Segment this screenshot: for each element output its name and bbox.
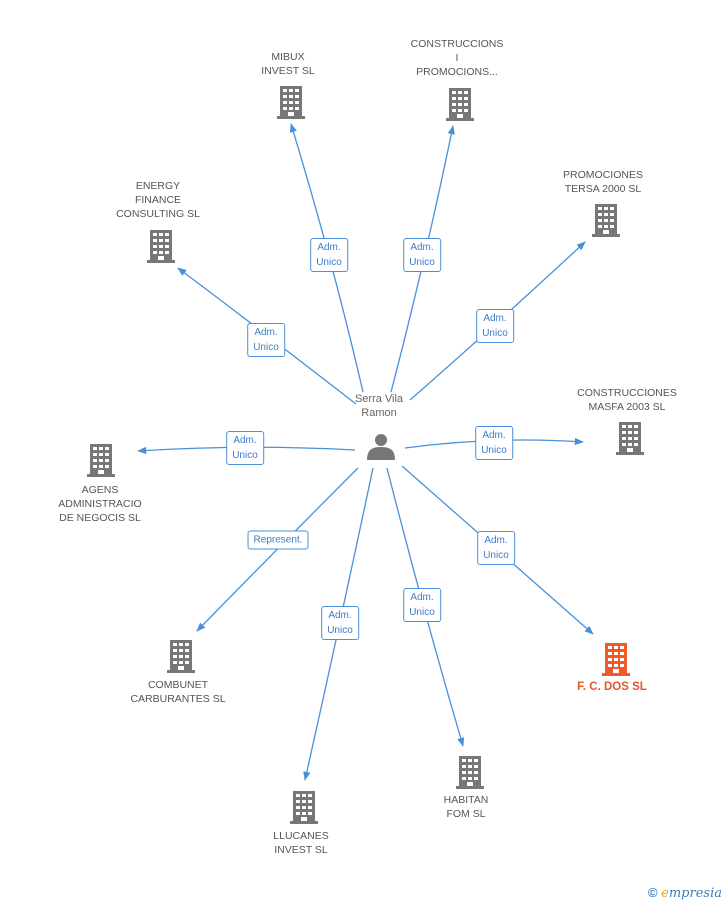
company-name-mibux[interactable]: MIBUX INVEST SL bbox=[261, 51, 315, 77]
company-name-combunet[interactable]: COMBUNET CARBURANTES SL bbox=[130, 679, 226, 705]
relation-label-agens[interactable]: Adm. Unico bbox=[226, 431, 264, 465]
person-icon[interactable] bbox=[367, 434, 395, 460]
relation-label-mibux[interactable]: Adm. Unico bbox=[310, 238, 348, 272]
relation-label-energy[interactable]: Adm. Unico bbox=[247, 323, 285, 357]
relation-label-promociones[interactable]: Adm. Unico bbox=[476, 309, 514, 343]
building-icon-construcciones[interactable] bbox=[616, 422, 644, 455]
company-name-fcdos[interactable]: F. C. DOS SL bbox=[577, 681, 647, 693]
building-icon-llucanes[interactable] bbox=[290, 791, 318, 824]
building-icon-combunet[interactable] bbox=[167, 640, 195, 673]
company-name-promociones[interactable]: PROMOCIONES TERSA 2000 SL bbox=[563, 169, 643, 195]
copyright-icon: © bbox=[647, 885, 658, 900]
person-name[interactable]: Serra Vila Ramon bbox=[354, 393, 404, 419]
company-name-construcciones[interactable]: CONSTRUCCIONES MASFA 2003 SL bbox=[577, 387, 677, 413]
building-icon-habitan[interactable] bbox=[456, 756, 484, 789]
company-name-habitan[interactable]: HABITAN FOM SL bbox=[443, 794, 489, 820]
relation-label-construcciones[interactable]: Adm. Unico bbox=[475, 426, 513, 460]
building-icon-construccions[interactable] bbox=[446, 88, 474, 121]
company-name-agens[interactable]: AGENS ADMINISTRACIO DE NEGOCIS SL bbox=[58, 484, 142, 524]
building-icon-promociones[interactable] bbox=[592, 204, 620, 237]
company-name-construccions[interactable]: CONSTRUCCIONS I PROMOCIONS... bbox=[410, 38, 504, 78]
company-name-llucanes[interactable]: LLUCANES INVEST SL bbox=[273, 830, 329, 856]
brand-logo-text: mpresia bbox=[668, 886, 722, 901]
relation-label-habitan[interactable]: Adm. Unico bbox=[403, 588, 441, 622]
brand-logo-e: e bbox=[661, 886, 669, 901]
footer-brand: © empresia bbox=[648, 885, 722, 901]
company-name-energy[interactable]: ENERGY FINANCE CONSULTING SL bbox=[116, 180, 200, 220]
building-icon-mibux[interactable] bbox=[277, 86, 305, 119]
relation-label-construccions[interactable]: Adm. Unico bbox=[403, 238, 441, 272]
relation-label-llucanes[interactable]: Adm. Unico bbox=[321, 606, 359, 640]
building-icon-agens[interactable] bbox=[87, 444, 115, 477]
building-icon-fcdos[interactable] bbox=[602, 643, 630, 676]
relation-label-combunet[interactable]: Represent. bbox=[247, 530, 309, 550]
relation-label-fcdos[interactable]: Adm. Unico bbox=[477, 531, 515, 565]
building-icon-energy[interactable] bbox=[147, 230, 175, 263]
